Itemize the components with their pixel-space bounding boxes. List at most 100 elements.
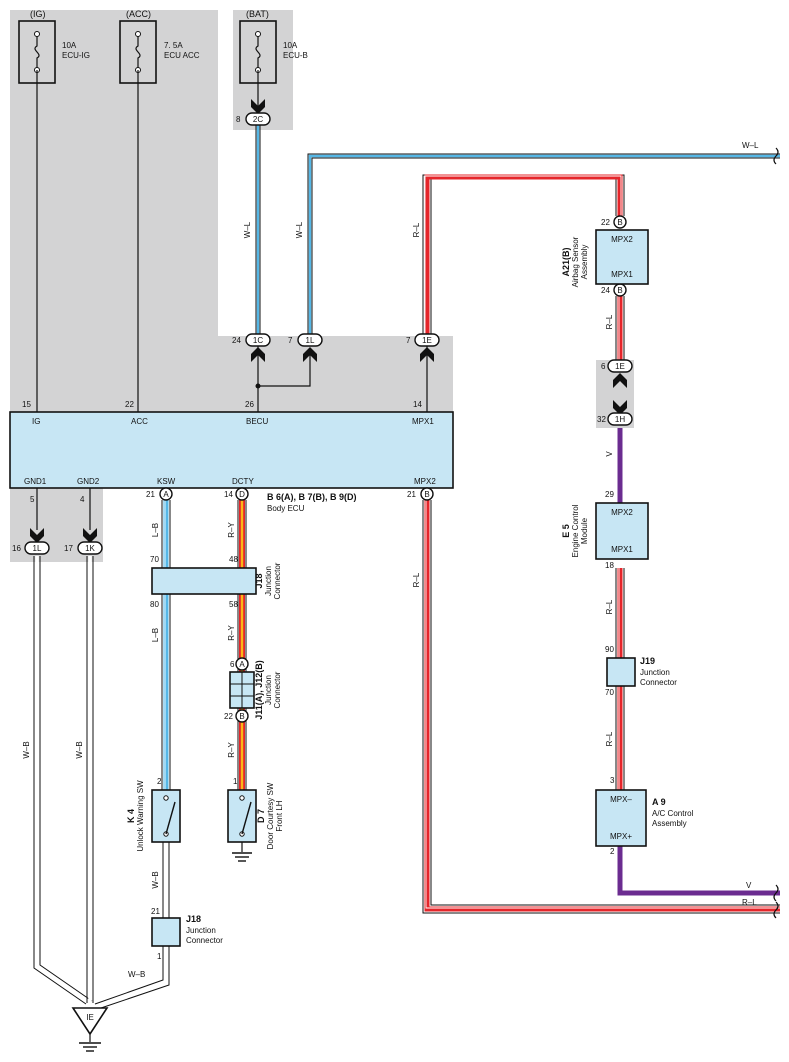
pin-15: 15 bbox=[22, 400, 31, 409]
svg-text:Connector: Connector bbox=[640, 678, 677, 687]
svg-text:1L: 1L bbox=[33, 544, 42, 553]
connector-1c-top: 1C 24 bbox=[232, 333, 271, 362]
label-rl-top: R–L bbox=[412, 222, 421, 237]
ecu-terminal-ksw: KSW bbox=[157, 477, 176, 486]
connector-marks: 2C 8 1C 24 1L 7 1E 7 1E 6 bbox=[12, 99, 633, 723]
svg-text:1K: 1K bbox=[85, 544, 95, 553]
svg-text:1L: 1L bbox=[306, 336, 315, 345]
connector-1h: 1H 32 bbox=[597, 400, 633, 426]
ecu-terminal-mpx1: MPX1 bbox=[412, 417, 434, 426]
svg-text:Airbag Sensor: Airbag Sensor bbox=[571, 236, 580, 287]
pin-58: 58 bbox=[229, 600, 238, 609]
wl-wires bbox=[255, 124, 780, 336]
label-rl-j19: R–L bbox=[605, 731, 614, 746]
pin-1b: 1 bbox=[157, 952, 162, 961]
v-wires bbox=[617, 428, 780, 896]
pin-j19-70: 70 bbox=[605, 688, 614, 697]
svg-text:J19: J19 bbox=[640, 656, 655, 666]
label-v-bottom: V bbox=[746, 881, 752, 890]
ecu-terminal-gnd1: GND1 bbox=[24, 477, 47, 486]
svg-text:J18: J18 bbox=[186, 914, 201, 924]
svg-text:Door Courtesy SW: Door Courtesy SW bbox=[266, 782, 275, 849]
label-wl-b: W–L bbox=[295, 221, 304, 238]
fuse-acc-rating: 7. 5A bbox=[164, 41, 183, 50]
fuse-ig-source: (IG) bbox=[30, 9, 46, 19]
pin-7a: 7 bbox=[288, 336, 293, 345]
ecu-terminal-dcty: DCTY bbox=[232, 477, 254, 486]
svg-text:MPX2: MPX2 bbox=[611, 235, 633, 244]
svg-text:1C: 1C bbox=[253, 336, 263, 345]
junction-connector-j11: J11(A), J12(B) Junction Connector bbox=[229, 660, 282, 720]
pin-24: 24 bbox=[232, 336, 241, 345]
svg-text:B: B bbox=[617, 286, 622, 295]
ecu-terminal-mpx2: MPX2 bbox=[414, 477, 436, 486]
fuse-bat-rating: 10A bbox=[283, 41, 298, 50]
pin-70: 70 bbox=[150, 555, 159, 564]
wb-wires bbox=[33, 556, 170, 1009]
junction-connector-j18-top: J18 Junction Connector bbox=[151, 562, 282, 599]
svg-text:MPX–: MPX– bbox=[610, 795, 632, 804]
pin-j19-90: 90 bbox=[605, 645, 614, 654]
svg-text:A 9: A 9 bbox=[652, 797, 666, 807]
fuse-ig-name: ECU-IG bbox=[62, 51, 90, 60]
svg-text:1H: 1H bbox=[615, 415, 625, 424]
label-v-mid: V bbox=[605, 451, 614, 457]
pin-2: 2 bbox=[157, 777, 162, 786]
svg-text:D: D bbox=[239, 490, 245, 499]
pin-22b: 22 bbox=[224, 712, 233, 721]
pin-14b: 14 bbox=[224, 490, 233, 499]
ac-control-assembly-a9: MPX– MPX+ A 9 A/C Control Assembly bbox=[595, 789, 694, 847]
svg-text:J11(A), J12(B): J11(A), J12(B) bbox=[254, 660, 264, 720]
connector-1k: 1K 17 bbox=[64, 528, 103, 555]
connector-j11-b: B bbox=[235, 709, 249, 723]
label-wl-top: W–L bbox=[742, 141, 759, 150]
svg-text:D 7: D 7 bbox=[256, 809, 266, 823]
connector-2c: 2C 8 bbox=[236, 99, 271, 126]
svg-text:MPX1: MPX1 bbox=[611, 270, 633, 279]
ecu-name: Body ECU bbox=[267, 504, 305, 513]
junction-connector-j19: J19 Junction Connector bbox=[606, 656, 677, 687]
lb-wire bbox=[161, 500, 171, 790]
svg-text:E 5: E 5 bbox=[561, 524, 571, 538]
connector-1e-top: 1E 7 bbox=[406, 333, 440, 362]
pin-21a: 21 bbox=[146, 490, 155, 499]
label-lb-2: L–B bbox=[151, 628, 160, 642]
ry-wire bbox=[237, 500, 247, 790]
unlock-warning-switch-k4: K 4 Unlock Warning SW bbox=[126, 780, 181, 852]
svg-text:Junction: Junction bbox=[640, 668, 670, 677]
svg-text:Junction: Junction bbox=[186, 926, 216, 935]
label-ry-1: R–Y bbox=[227, 522, 236, 538]
ground-ie: IE bbox=[71, 1007, 109, 1052]
connector-1l-bottom: 1L 16 bbox=[12, 528, 50, 555]
svg-text:1E: 1E bbox=[615, 362, 625, 371]
door-courtesy-switch-d7: D 7 Door Courtesy SW Front LH bbox=[227, 782, 284, 862]
svg-text:Unlock Warning SW: Unlock Warning SW bbox=[136, 780, 145, 852]
label-wb-k4: W–B bbox=[151, 871, 160, 888]
pin-a9-3: 3 bbox=[610, 776, 615, 785]
svg-text:Engine Control: Engine Control bbox=[571, 504, 580, 557]
ground-symbol-d7 bbox=[232, 852, 252, 862]
pin-4: 4 bbox=[80, 495, 85, 504]
pin-e5-18: 18 bbox=[605, 561, 614, 570]
pin-6: 6 bbox=[230, 660, 235, 669]
pin-numbers: 15 22 26 14 5 4 21 14 21 70 48 80 58 6 2… bbox=[22, 218, 615, 961]
pin-1: 1 bbox=[233, 777, 238, 786]
svg-text:IE: IE bbox=[86, 1013, 94, 1022]
svg-text:Connector: Connector bbox=[273, 671, 282, 708]
pin-5: 5 bbox=[30, 495, 35, 504]
pin-16: 16 bbox=[12, 544, 21, 553]
connector-b-mpx2: B bbox=[420, 487, 434, 501]
body-ecu: IG ACC BECU MPX1 GND1 GND2 KSW DCTY MPX2… bbox=[9, 411, 454, 513]
label-rl-bottom: R–L bbox=[742, 898, 757, 907]
pin-a21-24: 24 bbox=[601, 286, 610, 295]
splice-dot bbox=[255, 383, 261, 389]
ecu-terminal-acc: ACC bbox=[131, 417, 148, 426]
label-rl-e5: R–L bbox=[605, 599, 614, 614]
pin-80: 80 bbox=[150, 600, 159, 609]
svg-text:K 4: K 4 bbox=[126, 809, 136, 823]
svg-text:A21(B): A21(B) bbox=[561, 247, 571, 276]
fuse-acc-source: (ACC) bbox=[126, 9, 151, 19]
wire-breaks bbox=[773, 147, 779, 919]
svg-text:Assembly: Assembly bbox=[652, 819, 687, 828]
